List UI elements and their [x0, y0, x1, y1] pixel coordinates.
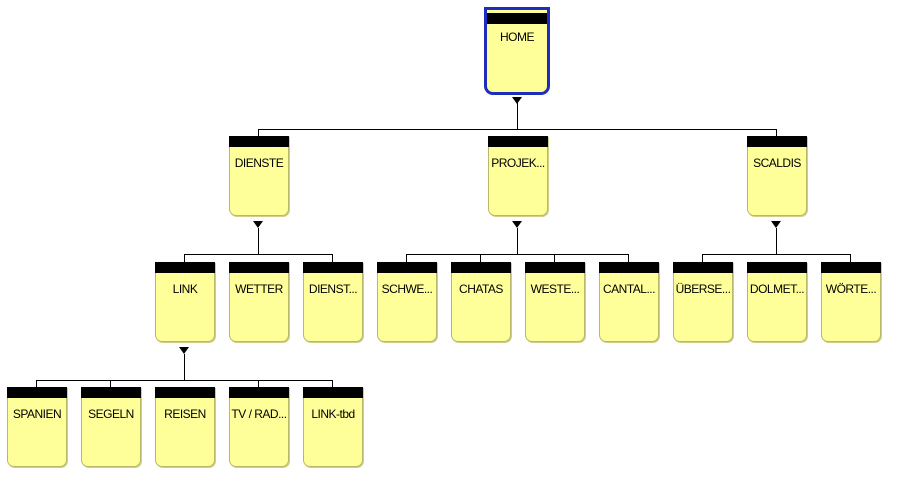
sitemap-node-tv-rad[interactable]: TV / RAD... — [229, 387, 289, 467]
node-header-bar — [229, 262, 289, 273]
connector — [776, 228, 777, 254]
expand-arrow-icon[interactable] — [771, 221, 781, 228]
connector — [36, 380, 333, 381]
node-label: SPANIEN — [12, 407, 62, 421]
sitemap-node-projekte[interactable]: PROJEK... — [488, 136, 548, 216]
node-label: LINK-tbd — [311, 407, 355, 421]
node-label: REISEN — [164, 407, 206, 421]
node-label: TV / RAD... — [231, 407, 287, 421]
connector — [332, 254, 333, 262]
sitemap-node-scaldis[interactable]: SCALDIS — [747, 136, 807, 216]
node-label: LINK — [172, 282, 198, 296]
node-label: HOME — [500, 30, 535, 44]
connector — [184, 254, 332, 255]
node-label: CANTAL... — [603, 282, 655, 296]
connector — [776, 129, 777, 136]
sitemap-node-dienst[interactable]: DIENST... — [303, 262, 363, 342]
node-label: DOLMET... — [749, 282, 805, 296]
connector — [850, 254, 851, 262]
connector — [332, 380, 333, 387]
expand-arrow-icon[interactable] — [179, 347, 189, 354]
node-label: WESTE... — [530, 282, 580, 296]
node-header-bar — [7, 387, 67, 398]
connector — [517, 228, 518, 254]
sitemap-node-link[interactable]: LINK — [155, 262, 215, 342]
node-header-bar — [229, 136, 289, 147]
sitemap-node-dienste[interactable]: DIENSTE — [229, 136, 289, 216]
node-header-bar — [229, 387, 289, 398]
connector — [184, 354, 185, 380]
connector — [258, 129, 259, 136]
connector — [406, 254, 628, 255]
connector — [702, 254, 703, 262]
node-label: WETTER — [235, 282, 283, 296]
sitemap-node-segeln[interactable]: SEGELN — [81, 387, 141, 467]
connector — [184, 254, 185, 262]
node-header-bar — [599, 262, 659, 273]
node-header-bar — [451, 262, 511, 273]
node-label: WÖRTE... — [825, 282, 877, 296]
connector — [258, 228, 259, 254]
sitemap-node-weste[interactable]: WESTE... — [525, 262, 585, 342]
sitemap-node-cantal[interactable]: CANTAL... — [599, 262, 659, 342]
node-header-bar — [303, 387, 363, 398]
connector — [36, 380, 37, 387]
node-label: CHATAS — [459, 282, 503, 296]
expand-arrow-icon[interactable] — [512, 221, 522, 228]
node-header-bar — [747, 136, 807, 147]
node-header-bar — [487, 13, 547, 24]
node-label: SEGELN — [88, 407, 134, 421]
connector — [702, 254, 850, 255]
sitemap-node-home[interactable]: HOME — [484, 7, 550, 95]
sitemap-node-wetter[interactable]: WETTER — [229, 262, 289, 342]
sitemap-node-link-tbd[interactable]: LINK-tbd — [303, 387, 363, 467]
node-header-bar — [155, 262, 215, 273]
expand-arrow-icon[interactable] — [253, 221, 263, 228]
node-header-bar — [525, 262, 585, 273]
sitemap-node-dolmet[interactable]: DOLMET... — [747, 262, 807, 342]
sitemap-node-reisen[interactable]: REISEN — [155, 387, 215, 467]
node-header-bar — [303, 262, 363, 273]
connector — [110, 380, 111, 387]
node-label: SCALDIS — [753, 156, 801, 170]
node-header-bar — [377, 262, 437, 273]
connector — [258, 380, 259, 387]
node-label: ÜBERSE... — [675, 282, 731, 296]
sitemap-node-spanien[interactable]: SPANIEN — [7, 387, 67, 467]
connector — [406, 254, 407, 262]
node-header-bar — [488, 136, 548, 147]
node-label: DIENSTE — [234, 156, 284, 170]
node-header-bar — [155, 387, 215, 398]
sitemap-node-chatas[interactable]: CHATAS — [451, 262, 511, 342]
connector — [480, 254, 481, 262]
node-header-bar — [747, 262, 807, 273]
node-label: SCHWE... — [381, 282, 433, 296]
sitemap-node-uberse[interactable]: ÜBERSE... — [673, 262, 733, 342]
connector — [628, 254, 629, 262]
node-header-bar — [81, 387, 141, 398]
expand-arrow-icon[interactable] — [512, 97, 522, 104]
connector — [554, 254, 555, 262]
node-label: DIENST... — [308, 282, 358, 296]
sitemap-node-schwe[interactable]: SCHWE... — [377, 262, 437, 342]
node-header-bar — [673, 262, 733, 273]
connector — [517, 103, 518, 129]
sitemap-node-worte[interactable]: WÖRTE... — [821, 262, 881, 342]
node-header-bar — [821, 262, 881, 273]
node-label: PROJEK... — [491, 156, 545, 170]
connector — [258, 129, 776, 130]
